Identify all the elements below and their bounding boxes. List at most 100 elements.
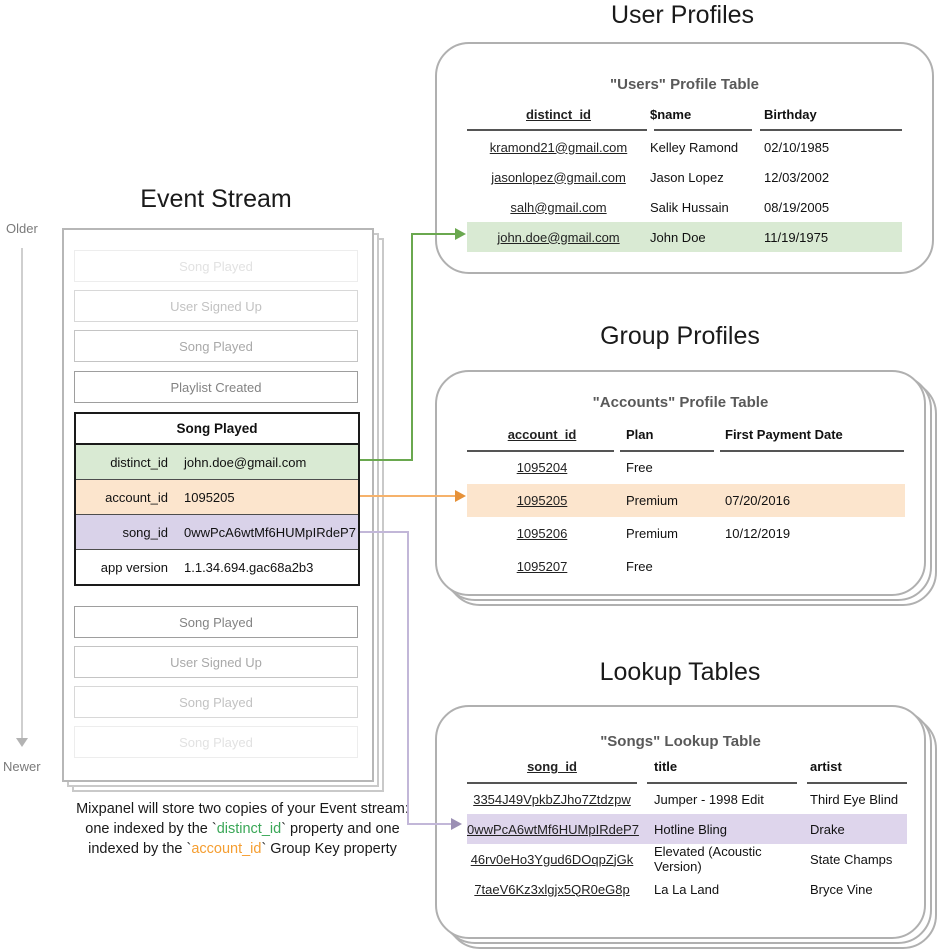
event-property-row: app version 1.1.34.694.gac68a2b3 — [76, 550, 358, 584]
header-rule — [760, 129, 902, 131]
event-item-label: Playlist Created — [170, 379, 262, 395]
accounts-col-first-payment-date: First Payment Date — [725, 427, 843, 442]
accounts-table-body: 1095204 Free 1095205 Premium 07/20/2016 … — [467, 451, 905, 583]
users-col-distinct-id: distinct_id — [525, 107, 591, 122]
user-profiles-title: User Profiles — [610, 1, 755, 29]
accounts-profile-card: "Accounts" Profile Table account_id Plan… — [435, 370, 926, 596]
accounts-cell-account-id: 1095206 — [516, 526, 568, 541]
header-rule — [467, 129, 647, 131]
event-item: Song Played — [74, 330, 358, 362]
users-col-name: $name — [650, 107, 692, 122]
songs-cell-title: Jumper - 1998 Edit — [654, 791, 764, 807]
accounts-cell-plan: Free — [626, 460, 653, 475]
event-stream-box: Song Played User Signed Up Song Played P… — [62, 228, 374, 782]
event-item-label: Song Played — [179, 694, 253, 710]
songs-cell-title: La La Land — [654, 881, 720, 897]
event-item: Playlist Created — [74, 371, 358, 403]
users-table-header: distinct_id $name Birthday — [467, 107, 902, 122]
property-key: distinct_id — [110, 454, 168, 470]
property-value: john.doe@gmail.com — [184, 454, 307, 470]
event-item: User Signed Up — [74, 290, 358, 322]
property-value: 0wwPcA6wtMf6HUMpIRdeP7 — [184, 524, 356, 540]
event-property-row: account_id 1095205 — [76, 480, 358, 515]
event-item-label: Song Played — [179, 338, 253, 354]
accounts-cell-account-id: 1095205 — [516, 493, 568, 508]
users-cell-name: Kelley Ramond — [650, 139, 739, 155]
event-item-label: Song Played — [179, 258, 253, 274]
event-item: Song Played — [74, 726, 358, 758]
songs-cell-song-id: 3354J49VpkbZJho7Ztdzpw — [473, 791, 631, 807]
lookup-tables-title: Lookup Tables — [599, 658, 761, 686]
property-key: song_id — [122, 524, 168, 540]
users-cell-distinct-id: salh@gmail.com — [510, 199, 607, 215]
users-cell-name: Salik Hussain — [650, 199, 729, 215]
songs-table-body: 3354J49VpkbZJho7Ztdzpw Jumper - 1998 Edi… — [467, 784, 907, 904]
accounts-cell-first-payment-date: 10/12/2019 — [725, 526, 791, 541]
users-profile-card: "Users" Profile Table distinct_id $name … — [435, 42, 934, 274]
orange-connector-line — [360, 495, 456, 497]
property-value: 1.1.34.694.gac68a2b3 — [184, 559, 314, 575]
timeline-line — [21, 248, 23, 738]
songs-cell-title: Hotline Bling — [654, 821, 727, 837]
accounts-cell-account-id: 1095207 — [516, 559, 568, 574]
users-cell-name: Jason Lopez — [650, 169, 724, 185]
accounts-table-row: 1095206 Premium 10/12/2019 — [467, 517, 905, 550]
event-item: User Signed Up — [74, 646, 358, 678]
users-col-birthday: Birthday — [764, 107, 817, 122]
users-table-body: kramond21@gmail.com Kelley Ramond 02/10/… — [467, 132, 902, 252]
users-table-row: kramond21@gmail.com Kelley Ramond 02/10/… — [467, 132, 902, 162]
accounts-cell-plan: Premium — [626, 526, 679, 541]
users-table-row: jasonlopez@gmail.com Jason Lopez 12/03/2… — [467, 162, 902, 192]
orange-arrowhead-icon — [455, 490, 466, 502]
event-property-row: song_id 0wwPcA6wtMf6HUMpIRdeP7 — [76, 515, 358, 550]
header-rule — [467, 782, 637, 784]
accounts-col-account-id: account_id — [507, 427, 577, 442]
users-cell-distinct-id: jasonlopez@gmail.com — [491, 169, 626, 185]
users-cell-distinct-id: john.doe@gmail.com — [497, 229, 620, 245]
users-table-row: salh@gmail.com Salik Hussain 08/19/2005 — [467, 192, 902, 222]
header-rule — [467, 450, 614, 452]
event-stream-title: Event Stream — [140, 185, 292, 213]
users-cell-birthday: 02/10/1985 — [764, 139, 830, 155]
green-connector-line — [411, 233, 413, 461]
caption-line1: Mixpanel will store two copies of your E… — [76, 801, 409, 817]
newer-label: Newer — [3, 759, 41, 774]
accounts-table-header: account_id Plan First Payment Date — [467, 427, 905, 442]
caption-line3-pre: indexed by the ` — [88, 841, 192, 857]
header-rule — [807, 782, 907, 784]
users-cell-birthday: 11/19/1975 — [764, 229, 829, 245]
purple-connector-line — [407, 823, 452, 825]
event-item-label: User Signed Up — [170, 298, 262, 314]
event-item-label: Song Played — [179, 614, 253, 630]
group-profiles-title: Group Profiles — [600, 322, 760, 350]
songs-cell-artist: Drake — [810, 821, 845, 837]
green-connector-line — [360, 459, 413, 461]
songs-cell-song-id: 7taeV6Kz3xlgjx5QR0eG8p — [474, 881, 630, 897]
caption-line3-post: ` Group Key property — [261, 841, 397, 857]
songs-table-header: song_id title artist — [467, 759, 907, 774]
caption-distinct-id: distinct_id — [216, 821, 282, 837]
property-key: account_id — [105, 489, 168, 505]
caption-account-id: account_id — [191, 841, 262, 857]
songs-col-title: title — [654, 759, 678, 774]
songs-cell-artist: Bryce Vine — [810, 881, 873, 897]
event-property-row: distinct_id john.doe@gmail.com — [76, 445, 358, 480]
accounts-cell-plan: Premium — [626, 493, 679, 508]
songs-cell-artist: Third Eye Blind — [810, 791, 899, 807]
accounts-table-row: 1095204 Free — [467, 451, 905, 484]
event-item: Song Played — [74, 686, 358, 718]
accounts-table-row-highlighted: 1095205 Premium 07/20/2016 — [467, 484, 905, 517]
caption-line2-pre: one indexed by the ` — [85, 821, 217, 837]
timeline-arrowhead-icon — [16, 738, 28, 747]
songs-table-title: "Songs" Lookup Table — [600, 733, 761, 750]
purple-arrowhead-icon — [451, 818, 462, 830]
header-rule — [647, 782, 797, 784]
songs-lookup-card: "Songs" Lookup Table song_id title artis… — [435, 705, 926, 939]
songs-cell-song-id: 0wwPcA6wtMf6HUMpIRdeP7 — [467, 821, 639, 837]
users-cell-birthday: 08/19/2005 — [764, 199, 830, 215]
older-label: Older — [6, 221, 38, 236]
users-cell-birthday: 12/03/2002 — [764, 169, 830, 185]
header-rule — [654, 129, 752, 131]
purple-connector-line — [360, 531, 409, 533]
